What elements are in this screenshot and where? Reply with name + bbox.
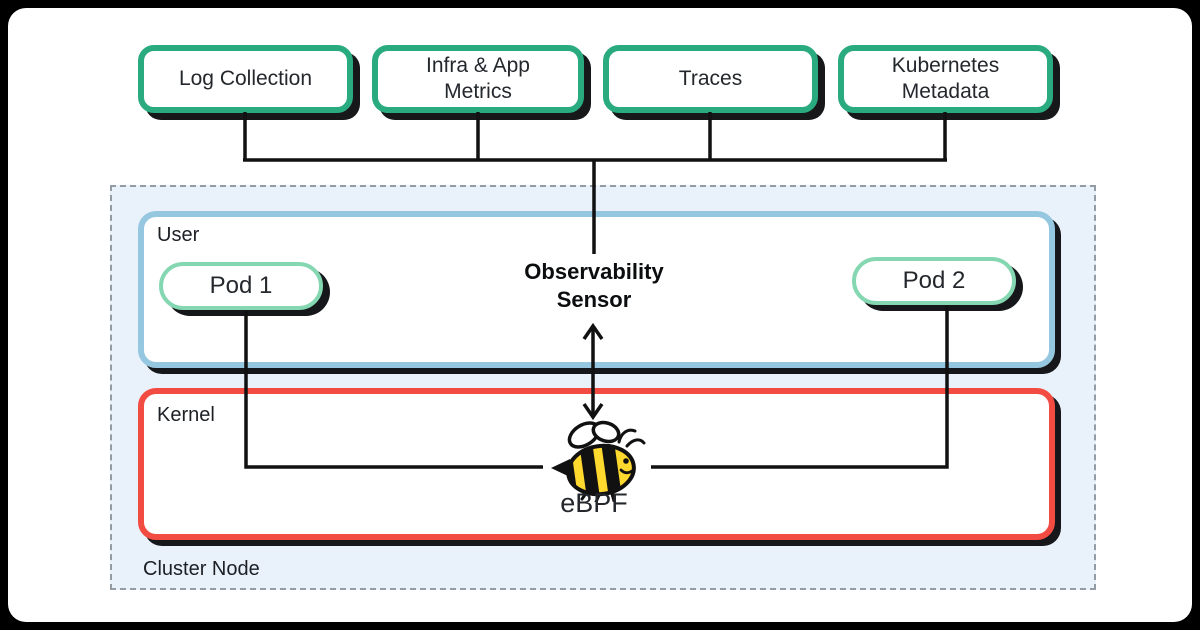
output-box-log-collection: Log Collection — [138, 45, 353, 113]
output-box-kubernetes-metadata: Kubernetes Metadata — [838, 45, 1053, 113]
bee-icon — [551, 420, 646, 502]
output-box-traces: Traces — [603, 45, 818, 113]
observability-sensor-label: Observability Sensor — [524, 259, 664, 312]
user-layer-label: User — [157, 224, 200, 246]
ebpf-label: eBPF — [560, 488, 628, 518]
cluster-node-label: Cluster Node — [143, 558, 260, 580]
pod-2-box: Pod 2 — [852, 257, 1016, 305]
pod-1-box: Pod 1 — [159, 262, 323, 310]
output-box-infra-app-metrics: Infra & App Metrics — [372, 45, 584, 113]
kernel-layer-label: Kernel — [157, 404, 215, 426]
